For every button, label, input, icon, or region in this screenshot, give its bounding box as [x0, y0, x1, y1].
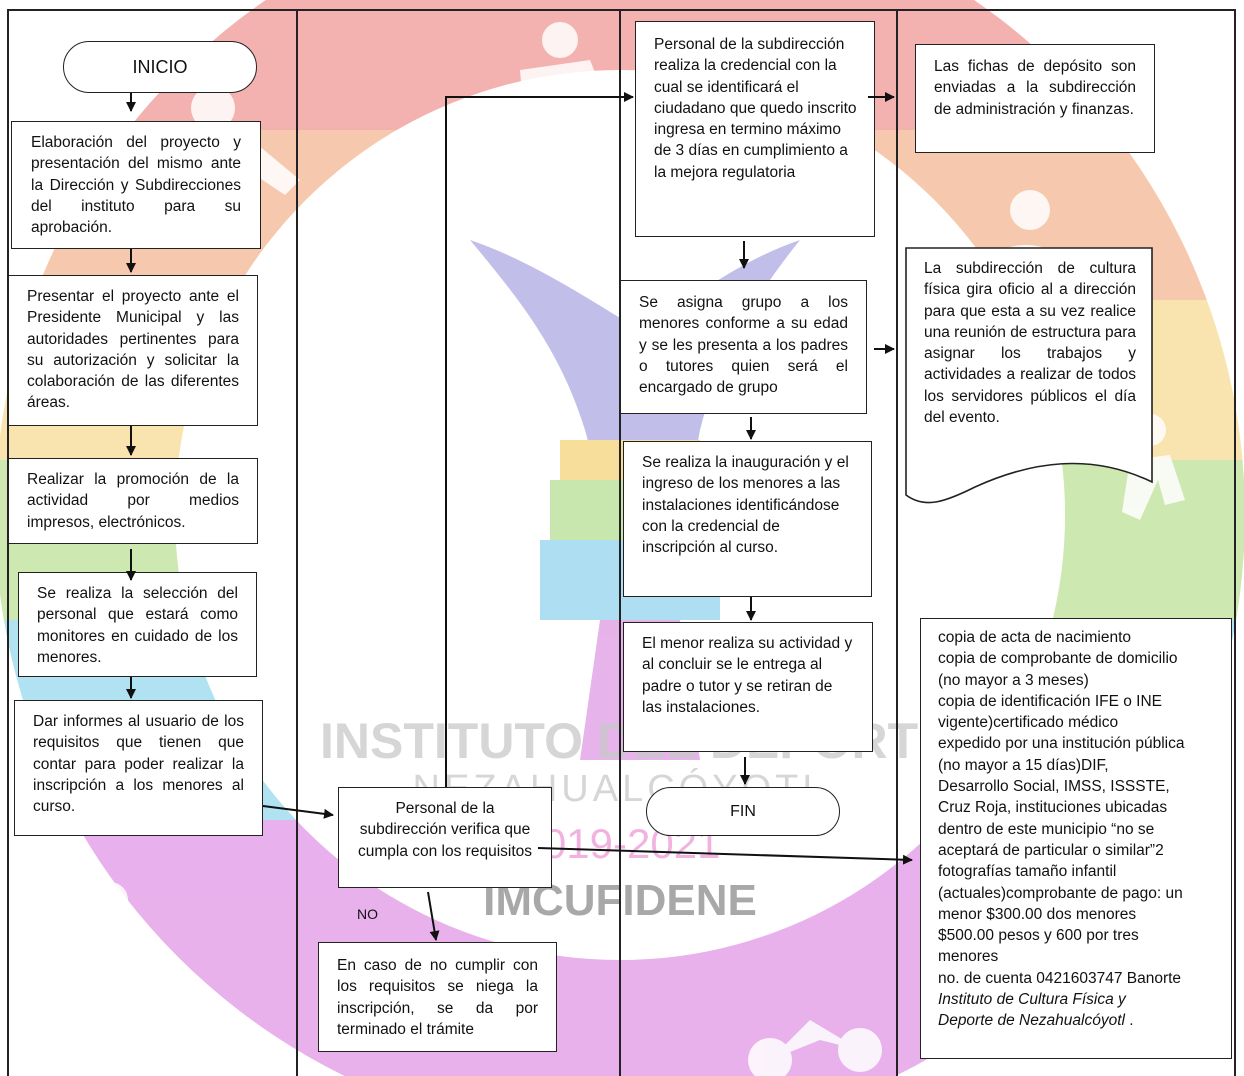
- end-terminator: FIN: [646, 787, 840, 836]
- requirement-line: fotografías tamaño infantil: [938, 863, 1117, 881]
- requirement-line: (actuales)comprobante de pago: un: [938, 884, 1183, 902]
- requirement-line: menor $300.00 dos menores: [938, 905, 1137, 923]
- step-project-elaboration: Elaboración del proyecto y presentación …: [11, 121, 261, 249]
- start-terminator: INICIO: [63, 41, 257, 93]
- lane-divider-2: [619, 9, 621, 1076]
- requirements-box: copia de acta de nacimiento copia de comp…: [920, 618, 1232, 1059]
- step-project-elaboration-text: Elaboración del proyecto y presentación …: [31, 134, 241, 237]
- requirement-line: Cruz Roja, instituciones ubicadas: [938, 799, 1168, 817]
- step-inform-user: Dar informes al usuario de los requisito…: [14, 700, 263, 836]
- step-verify-requirements: Personal de la subdirección verifica que…: [338, 787, 552, 888]
- requirement-line: copia de acta de nacimiento: [938, 629, 1132, 646]
- step-reject-registration-text: En caso de no cumplir con los requisitos…: [337, 957, 538, 1038]
- step-child-activity-text: El menor realiza su actividad y al concl…: [642, 635, 853, 716]
- step-create-credential: Personal de la subdirección realiza la c…: [635, 21, 875, 237]
- requirements-institution-line2: Deporte de Nezahualcóyotl: [938, 1012, 1125, 1030]
- lane-divider-3: [896, 9, 898, 1076]
- step-inform-user-text: Dar informes al usuario de los requisito…: [33, 713, 244, 816]
- requirement-line: (no mayor a 15 días)DIF,: [938, 756, 1109, 774]
- requirements-institution: Instituto de Cultura Física y: [938, 989, 1221, 1010]
- lane-divider-1: [296, 9, 298, 1076]
- document-oficio-text: La subdirección de cultura física gira o…: [924, 260, 1136, 427]
- requirements-institution-line1: Instituto de Cultura Física y: [938, 991, 1126, 1009]
- step-verify-requirements-text: Personal de la subdirección verifica que…: [357, 800, 533, 860]
- step-promotion: Realizar la promoción de la actividad po…: [8, 458, 258, 544]
- step-present-project: Presentar el proyecto ante el Presidente…: [8, 275, 258, 426]
- requirements-institution-2: Deporte de Nezahualcóyotl .: [938, 1010, 1221, 1031]
- lane-top-border: [7, 9, 1236, 11]
- step-create-credential-text: Personal de la subdirección realiza la c…: [654, 36, 857, 181]
- step-assign-group: Se asigna grupo a los menores conforme a…: [620, 280, 867, 414]
- requirement-line: Desarrollo Social, IMSS, ISSSTE,: [938, 778, 1170, 796]
- no-branch-label: NO: [357, 906, 378, 922]
- step-assign-group-text: Se asigna grupo a los menores conforme a…: [639, 294, 848, 397]
- end-label: FIN: [730, 802, 756, 820]
- step-staff-selection: Se realiza la selección del personal que…: [18, 572, 257, 677]
- step-reject-registration: En caso de no cumplir con los requisitos…: [318, 942, 557, 1052]
- requirement-line: (no mayor a 3 meses): [938, 671, 1089, 689]
- requirement-line: dentro de este municipio “no se: [938, 820, 1155, 838]
- document-shape: [905, 247, 1153, 504]
- requirement-line: copia de identificación IFE o INE: [938, 692, 1163, 710]
- lane-divider-right-edge: [1234, 9, 1236, 1076]
- document-oficio: La subdirección de cultura física gira o…: [905, 247, 1153, 522]
- requirement-line: expedido por una institución pública: [938, 735, 1185, 753]
- step-inauguration: Se realiza la inauguración y el ingreso …: [623, 441, 872, 597]
- requirement-line: $500.00 pesos y 600 por tres: [938, 927, 1139, 945]
- step-deposit-slips: Las fichas de depósito son enviadas a la…: [915, 44, 1155, 153]
- requirement-line: vigente)certificado médico: [938, 714, 1119, 732]
- step-child-activity: El menor realiza su actividad y al concl…: [623, 622, 873, 752]
- step-promotion-text: Realizar la promoción de la actividad po…: [27, 471, 239, 531]
- requirement-line: menores: [938, 948, 999, 966]
- step-inauguration-text: Se realiza la inauguración y el ingreso …: [642, 454, 849, 557]
- step-deposit-slips-text: Las fichas de depósito son enviadas a la…: [934, 58, 1136, 118]
- step-present-project-text: Presentar el proyecto ante el Presidente…: [27, 288, 239, 412]
- requirement-line: aceptará de particular o similar”2: [938, 841, 1164, 859]
- requirements-list: copia de acta de nacimiento copia de comp…: [938, 627, 1221, 989]
- requirement-line: copia de comprobante de domicilio: [938, 650, 1178, 668]
- start-label: INICIO: [132, 56, 188, 77]
- requirement-line: no. de cuenta 0421603747 Banorte: [938, 969, 1182, 987]
- requirements-institution-suffix: .: [1124, 1012, 1134, 1030]
- step-staff-selection-text: Se realiza la selección del personal que…: [37, 585, 238, 666]
